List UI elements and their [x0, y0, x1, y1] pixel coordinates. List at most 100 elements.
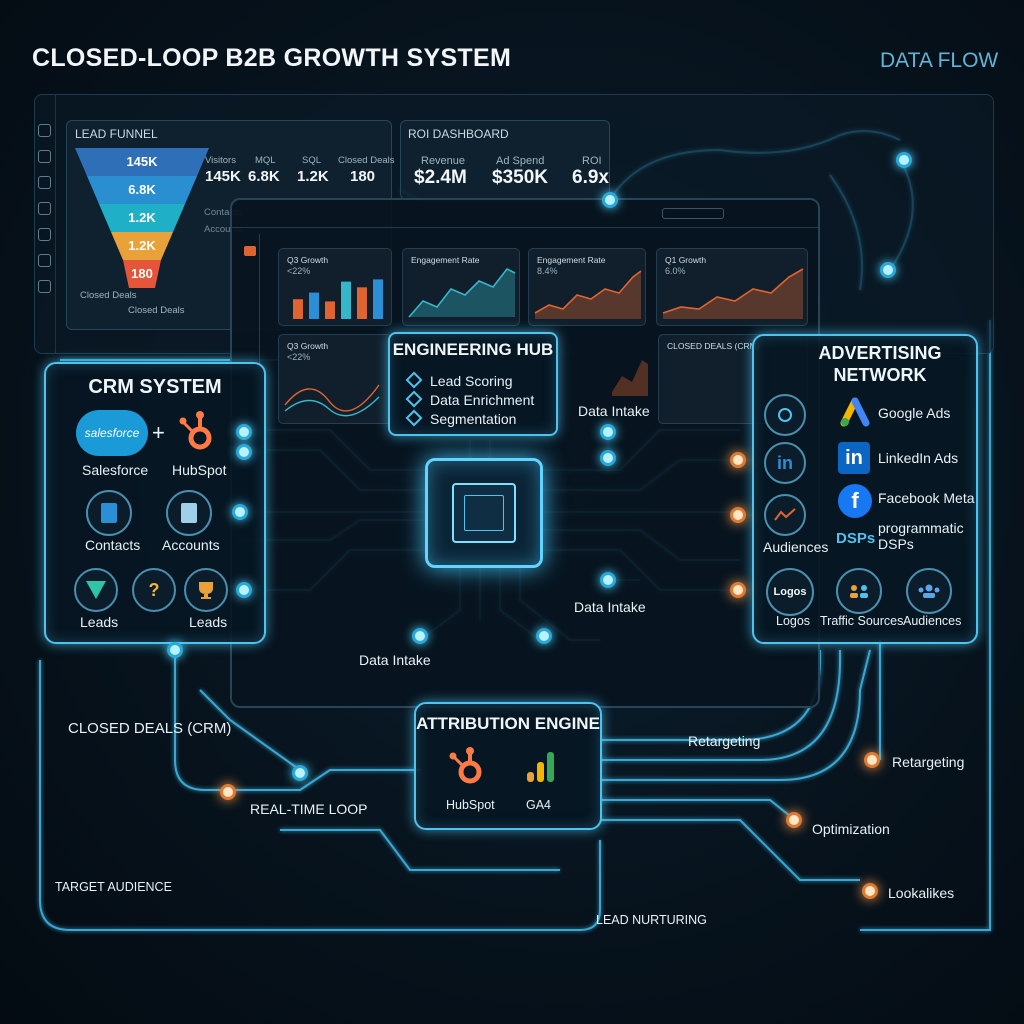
attribution-hubspot-label: HubSpot — [446, 798, 495, 812]
traffic-sources-label: Traffic Sources — [820, 614, 904, 628]
funnel-footer-1: Closed Deals — [80, 290, 137, 301]
kpi-closed-value: 180 — [350, 168, 376, 185]
settings-icon[interactable] — [38, 280, 51, 293]
target-icon[interactable] — [764, 394, 806, 436]
flow-node-hot — [730, 507, 746, 523]
flow-node — [536, 628, 552, 644]
linkedin-icon: in — [838, 442, 870, 474]
audiences-label: Audiences — [903, 614, 962, 628]
card-sub: <22% — [287, 266, 311, 276]
contacts-icon[interactable] — [86, 490, 132, 536]
card-title: Q3 Growth — [287, 341, 329, 351]
flow-node — [600, 572, 616, 588]
traffic-sources-icon[interactable] — [836, 568, 882, 614]
data-intake-label-2: Data Intake — [574, 599, 646, 615]
logos-icon[interactable]: Logos — [766, 568, 814, 616]
area-chart — [534, 270, 642, 319]
lead-funnel-chart: 145K 6.8K 1.2K 1.2K 180 — [75, 148, 209, 290]
contacts-icon[interactable] — [38, 176, 51, 189]
area-chart-fragment — [612, 360, 648, 396]
filter-icon[interactable] — [38, 254, 51, 267]
back-dashboard-sidebar — [34, 94, 56, 354]
retargeting-label-2: Retargeting — [892, 754, 965, 770]
card-title: Q1 Growth — [665, 255, 707, 265]
accounts-icon[interactable] — [166, 490, 212, 536]
plus-sign: + — [152, 420, 165, 445]
flow-node — [292, 765, 308, 781]
flow-node — [232, 504, 248, 520]
kpi-mql-label: MQL — [255, 155, 276, 166]
chat-icon[interactable] — [38, 150, 51, 163]
area-chart — [408, 267, 516, 318]
search-input[interactable] — [662, 208, 724, 219]
kpi-closed-label: Closed Deals — [338, 155, 395, 166]
reports-icon[interactable] — [38, 228, 51, 241]
flow-node-hot — [730, 582, 746, 598]
leads-icon[interactable] — [74, 568, 118, 612]
funnel-side-item: Contacts — [204, 207, 242, 218]
crm-contacts-label: Contacts — [85, 537, 141, 553]
home-icon[interactable] — [38, 124, 51, 137]
flow-node — [236, 444, 252, 460]
kpi-mql-value: 6.8K — [248, 168, 280, 185]
crm-hubspot-label: HubSpot — [172, 462, 227, 478]
chart-card-q1-growth: Q1 Growth 6.0% — [656, 248, 808, 326]
line-chart — [284, 384, 380, 417]
card-title: Engagement Rate — [411, 255, 480, 265]
bar-chart — [293, 279, 383, 319]
audiences-icon[interactable] — [906, 568, 952, 614]
closed-deals-crm-label: CLOSED DEALS (CRM) — [68, 720, 232, 737]
kpi-visitors-label: Visitors — [205, 155, 236, 166]
data-intake-label-1: Data Intake — [578, 403, 650, 419]
bar-4 — [341, 281, 351, 319]
area-chart — [662, 268, 804, 319]
lead-nurturing-label: LEAD NURTURING — [596, 913, 707, 927]
flow-node — [880, 262, 896, 278]
logos-label: Logos — [776, 614, 811, 628]
funnel-stage-4-value: 1.2K — [128, 238, 156, 253]
salesforce-logo-text: salesforce — [84, 426, 140, 440]
crm-system-title: CRM SYSTEM — [88, 376, 222, 398]
page-title: CLOSED-LOOP B2B GROWTH SYSTEM — [32, 44, 512, 72]
funnel-stage-1 — [75, 148, 209, 176]
funnel-stage-5-value: 180 — [131, 266, 153, 281]
flow-node — [602, 192, 618, 208]
card-title: CLOSED DEALS (CRM) — [667, 341, 760, 351]
facebook-meta-label: Facebook Meta — [878, 490, 975, 506]
audiences-label-left: Audiences — [763, 539, 829, 555]
flow-node-hot — [862, 883, 878, 899]
flow-node — [600, 450, 616, 466]
flow-node — [896, 152, 912, 168]
trophy-icon[interactable] — [184, 568, 228, 612]
google-ads-icon — [840, 397, 870, 427]
funnel-stage-2-value: 6.8K — [128, 182, 156, 197]
crm-leads-label-2: Leads — [189, 614, 228, 630]
kpi-visitors-value: 145K — [205, 168, 241, 185]
front-sidebar — [240, 234, 260, 364]
attribution-engine-title: ATTRIBUTION ENGINE — [416, 714, 600, 733]
retargeting-label-1: Retargeting — [688, 733, 761, 749]
crm-accounts-label: Accounts — [162, 537, 220, 553]
funnel-stage-3-value: 1.2K — [128, 210, 156, 225]
attribution-engine-box — [414, 702, 602, 830]
data-flow-tag: DATA FLOW — [880, 49, 999, 72]
crm-leads-label-1: Leads — [80, 614, 119, 630]
linkedin-ads-label: LinkedIn Ads — [878, 450, 959, 466]
programmatic-dsps-label: programmatic DSPs — [878, 520, 964, 552]
funnel-stage-1-value: 145K — [126, 154, 158, 169]
linkedin-circle-icon[interactable]: in — [764, 442, 806, 484]
card-title: Q3 Growth — [287, 255, 329, 265]
dollar-icon[interactable] — [38, 202, 51, 215]
engineering-hub-title: ENGINEERING HUB — [392, 340, 554, 359]
question-icon[interactable]: ? — [132, 568, 176, 612]
bar-1 — [293, 299, 303, 319]
audiences-icon[interactable] — [764, 494, 806, 536]
card-sub: 8.4% — [537, 266, 558, 276]
lead-funnel-title: LEAD FUNNEL — [75, 127, 158, 141]
active-nav-icon[interactable] — [244, 246, 256, 256]
bar-5 — [357, 287, 367, 319]
roi-dashboard-panel — [400, 120, 610, 200]
advertising-title-2: NETWORK — [833, 365, 927, 385]
funnel-footer-2: Closed Deals — [128, 305, 185, 316]
facebook-icon: f — [838, 484, 872, 518]
